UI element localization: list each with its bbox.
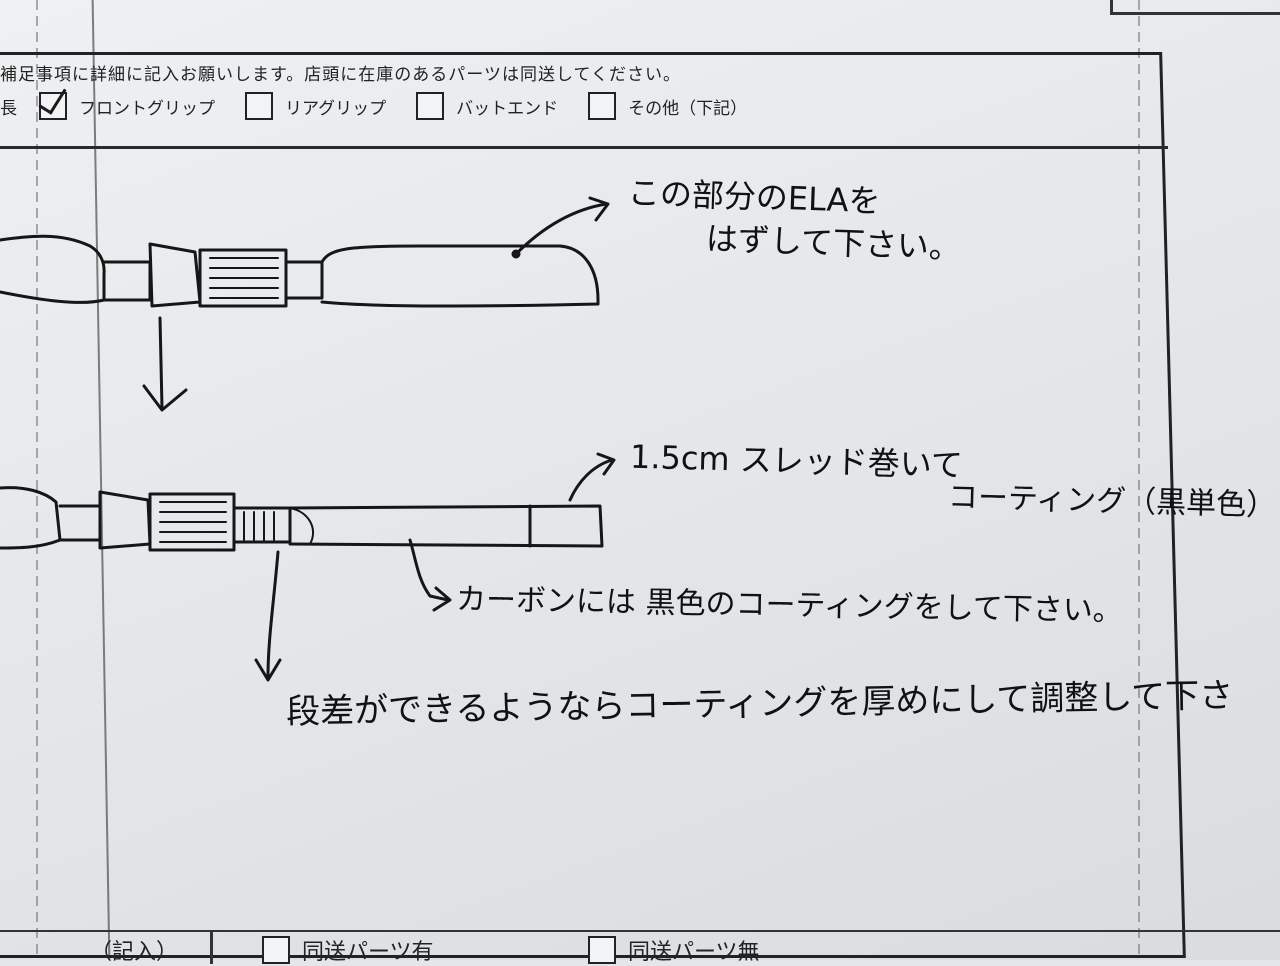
checkbox-icon[interactable] xyxy=(588,936,616,964)
note-remove-ela-line1: この部分のELAを xyxy=(627,173,882,221)
note-thread-line1: 1.5cm スレッド巻いて xyxy=(629,437,964,485)
option-other[interactable]: その他（下記） xyxy=(588,92,747,120)
option-label: リアグリップ xyxy=(285,98,387,119)
checkbox-icon[interactable] xyxy=(588,92,617,120)
part-options-row: 長 フロントグリップ リアグリップ バットエンド その他（下記） xyxy=(0,86,777,126)
footer-option-without-parts[interactable]: 同送パーツ無 xyxy=(588,934,760,966)
option-front-grip[interactable]: フロントグリップ xyxy=(39,92,215,120)
checkbox-icon[interactable] xyxy=(245,92,273,120)
table-corner-line xyxy=(1110,0,1113,14)
footer-option-with-parts[interactable]: 同送パーツ有 xyxy=(262,934,434,966)
checkbox-icon[interactable] xyxy=(416,92,445,120)
footer-separator xyxy=(210,930,213,964)
row-label: 長 xyxy=(0,98,17,119)
column-rule-dashed xyxy=(36,0,38,960)
footer-row: （記入） 同送パーツ有 同送パーツ無 xyxy=(0,930,1280,965)
option-label: フロントグリップ xyxy=(79,98,215,119)
footer-option-label: 同送パーツ有 xyxy=(302,940,434,965)
option-rear-grip[interactable]: リアグリップ xyxy=(245,92,386,120)
sketch-after xyxy=(0,452,616,682)
header-divider xyxy=(0,146,1168,149)
column-rule-dashed xyxy=(1138,0,1140,960)
footer-left-text: （記入） xyxy=(90,940,179,965)
footer-divider xyxy=(0,930,1280,932)
option-label: バットエンド xyxy=(456,98,559,119)
checkbox-checked-icon[interactable] xyxy=(39,92,67,120)
footer-option-label: 同送パーツ無 xyxy=(628,940,760,965)
sketch-before xyxy=(0,196,610,412)
table-corner-line xyxy=(1110,12,1280,15)
note-remove-ela-line2: はずして下さい。 xyxy=(705,219,962,267)
note-thread-line2: コーティング（黒単色） xyxy=(947,479,1277,524)
option-label: その他（下記） xyxy=(628,98,748,119)
notice-text: 補足事項に詳細に記入お願いします。店頭に在庫のあるパーツは同送してください。 xyxy=(0,65,681,85)
option-butt-end[interactable]: バットエンド xyxy=(416,92,558,120)
